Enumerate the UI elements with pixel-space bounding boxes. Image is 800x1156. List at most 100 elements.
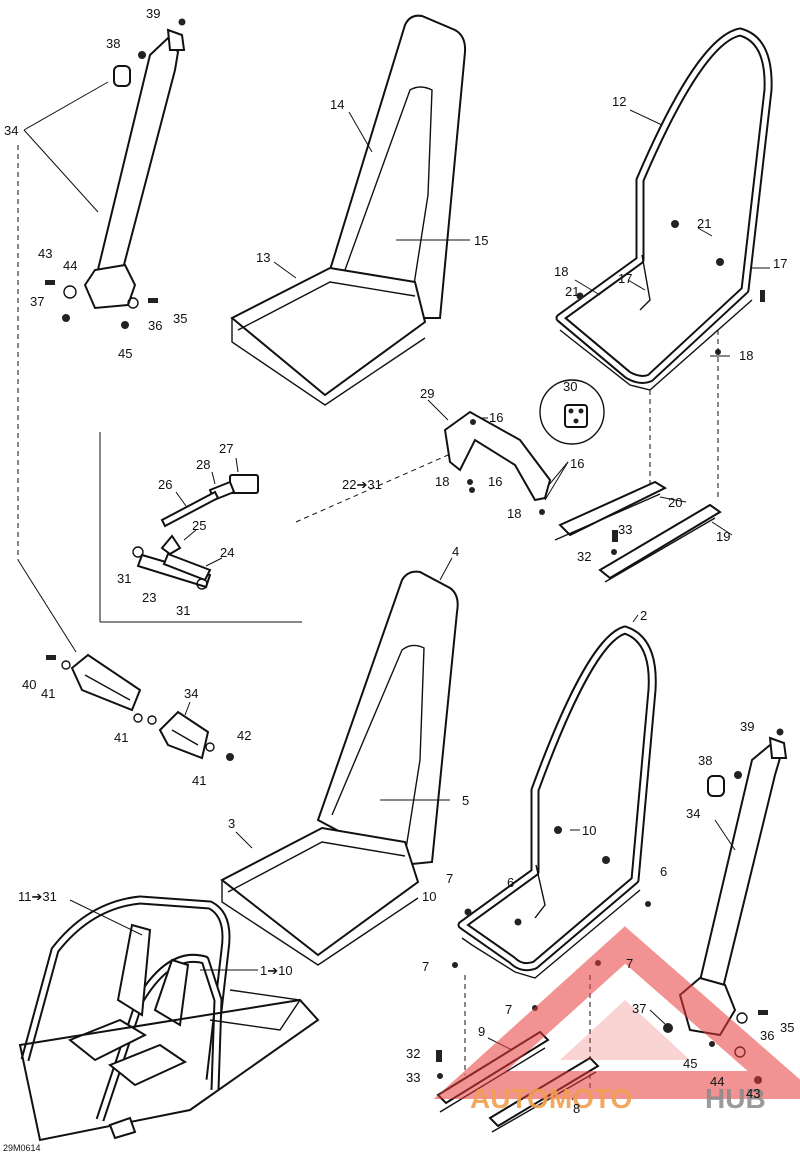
callout-34: 34 [184,686,198,701]
buckle-a [70,653,142,712]
callout-38: 38 [106,36,120,51]
callout-31: 31 [176,603,190,618]
callout-24: 24 [220,545,234,560]
seat-belt-buckles [46,653,234,761]
callout-43: 43 [746,1086,760,1101]
callout-12: 12 [612,94,626,109]
seat-cushion-lower [220,570,459,966]
callout-15: 15 [474,233,488,248]
bolt-35 [148,298,158,303]
callout-26: 26 [158,477,172,492]
washer-36 [127,297,139,309]
callout-45: 45 [683,1056,697,1071]
callout-7: 7 [422,959,429,974]
backrest-inner-5 [331,644,425,856]
retractor-body [83,263,137,310]
belt-anchor-39 [166,28,186,51]
callout-18: 18 [554,264,568,279]
callout-35: 35 [173,311,187,326]
callout-13: 13 [256,250,270,265]
washer-31a [132,546,144,558]
callout-21: 21 [565,284,579,299]
callout-18: 18 [435,474,449,489]
callout-17: 17 [618,271,632,286]
callout-14: 14 [330,97,344,112]
diagram-code: 29M0614 [3,1143,41,1153]
callout-44: 44 [63,258,77,273]
callout-36: 36 [148,318,162,333]
callout-5: 5 [462,793,469,808]
seat-base-side [231,318,426,406]
overview-seat-1 [116,923,152,1017]
belt-webbing-upper [93,36,180,284]
seat-frame-lower [452,625,657,1011]
seat-base-edge [237,281,416,331]
callout-9: 9 [478,1024,485,1039]
callout-43: 43 [38,246,52,261]
callout-40: 40 [22,677,36,692]
callout-41: 41 [114,730,128,745]
callout-44: 44 [710,1074,724,1089]
callout-7: 7 [446,871,453,886]
callout-35: 35 [780,1020,794,1035]
seat-subframe-29 [443,379,605,515]
callout-32: 32 [406,1046,420,1061]
nut-37 [62,314,70,322]
backrest-inner-15 [344,86,433,311]
callout-39: 39 [146,6,160,21]
frame-base-edge [559,299,753,391]
callout-23: 23 [142,590,156,605]
callout-18: 18 [739,348,753,363]
nut-45 [121,321,129,329]
callout-6: 6 [507,875,514,890]
callout-16: 16 [570,456,584,471]
backrest-4 [316,570,459,867]
callout-8: 8 [573,1101,580,1116]
watermark-triangle [433,926,800,1099]
callout-33: 33 [406,1070,420,1085]
rod-26 [160,490,220,528]
callout-38: 38 [698,753,712,768]
callout-45: 45 [118,346,132,361]
callout-19: 19 [716,529,730,544]
vehicle-overview [18,895,320,1142]
callout-42: 42 [237,728,251,743]
rail-20 [558,480,668,537]
callout-29: 29 [420,386,434,401]
callout-36: 36 [760,1028,774,1043]
callout-37: 37 [632,1001,646,1016]
belt-guide-38 [113,65,131,87]
callout-37: 37 [30,294,44,309]
callout-2: 2 [640,608,647,623]
watermark-text-left: AUTOMOTO [470,1083,632,1114]
callout-34: 34 [4,123,18,138]
callout-17: 17 [773,256,787,271]
callout-41: 41 [41,686,55,701]
callout-11-31: 11➔31 [18,889,57,904]
seat-belt-retractor-upper [45,18,186,329]
frame-bracket [639,254,651,311]
mounting-kit-parts [132,474,259,590]
callout-41: 41 [192,773,206,788]
callout-1-10: 1➔10 [260,963,293,978]
seat-slide-rails-upper [554,480,722,583]
seat-frame-upper [555,27,773,391]
callout-16: 16 [488,474,502,489]
watermark-logo [433,926,800,1099]
washer-31b [196,578,208,590]
callout-4: 4 [452,544,459,559]
watermark-text-right: HUB [705,1083,766,1114]
callout-10: 10 [582,823,596,838]
callout-7: 7 [505,1002,512,1017]
callout-6: 6 [660,864,667,879]
callout-28: 28 [196,457,210,472]
detail-circle-30 [539,379,605,445]
buckle-b [158,710,210,760]
callout-labels: 39 38 34 43 44 37 36 35 45 14 13 15 12 2… [3,6,794,1153]
callout-22-31: 22➔31 [342,477,382,492]
callout-39: 39 [740,719,754,734]
bolt-39 [178,18,186,26]
seat-cushion-upper [230,14,467,406]
callout-31: 31 [117,571,131,586]
